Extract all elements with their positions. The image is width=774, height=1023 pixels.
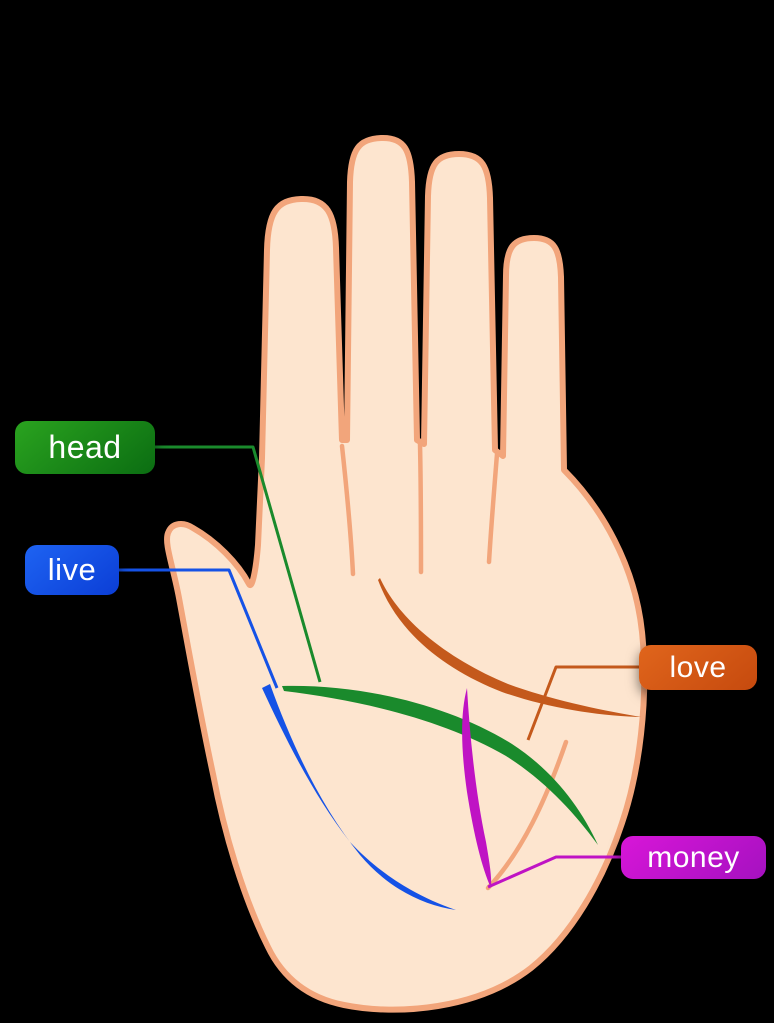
finger-crease [339,443,356,577]
label-money: money [621,836,766,879]
label-live: live [25,545,119,595]
label-head: head [15,421,155,474]
label-live-text: live [47,552,97,587]
finger-crease [486,451,500,565]
label-love-text: love [669,650,727,684]
label-head-text: head [48,429,122,465]
money-leader-line [487,855,622,889]
money-line [462,688,492,888]
label-money-text: money [647,840,740,874]
heart-line [378,578,641,717]
palm-crease [485,739,569,891]
head-leader-line [155,445,322,683]
love-leader-line [526,665,640,741]
label-love: love [639,645,757,690]
finger-crease [417,441,424,575]
head-line [282,685,598,845]
live-leader-line [118,568,279,689]
finger-creases [339,441,569,891]
hand-outline [164,134,648,1013]
